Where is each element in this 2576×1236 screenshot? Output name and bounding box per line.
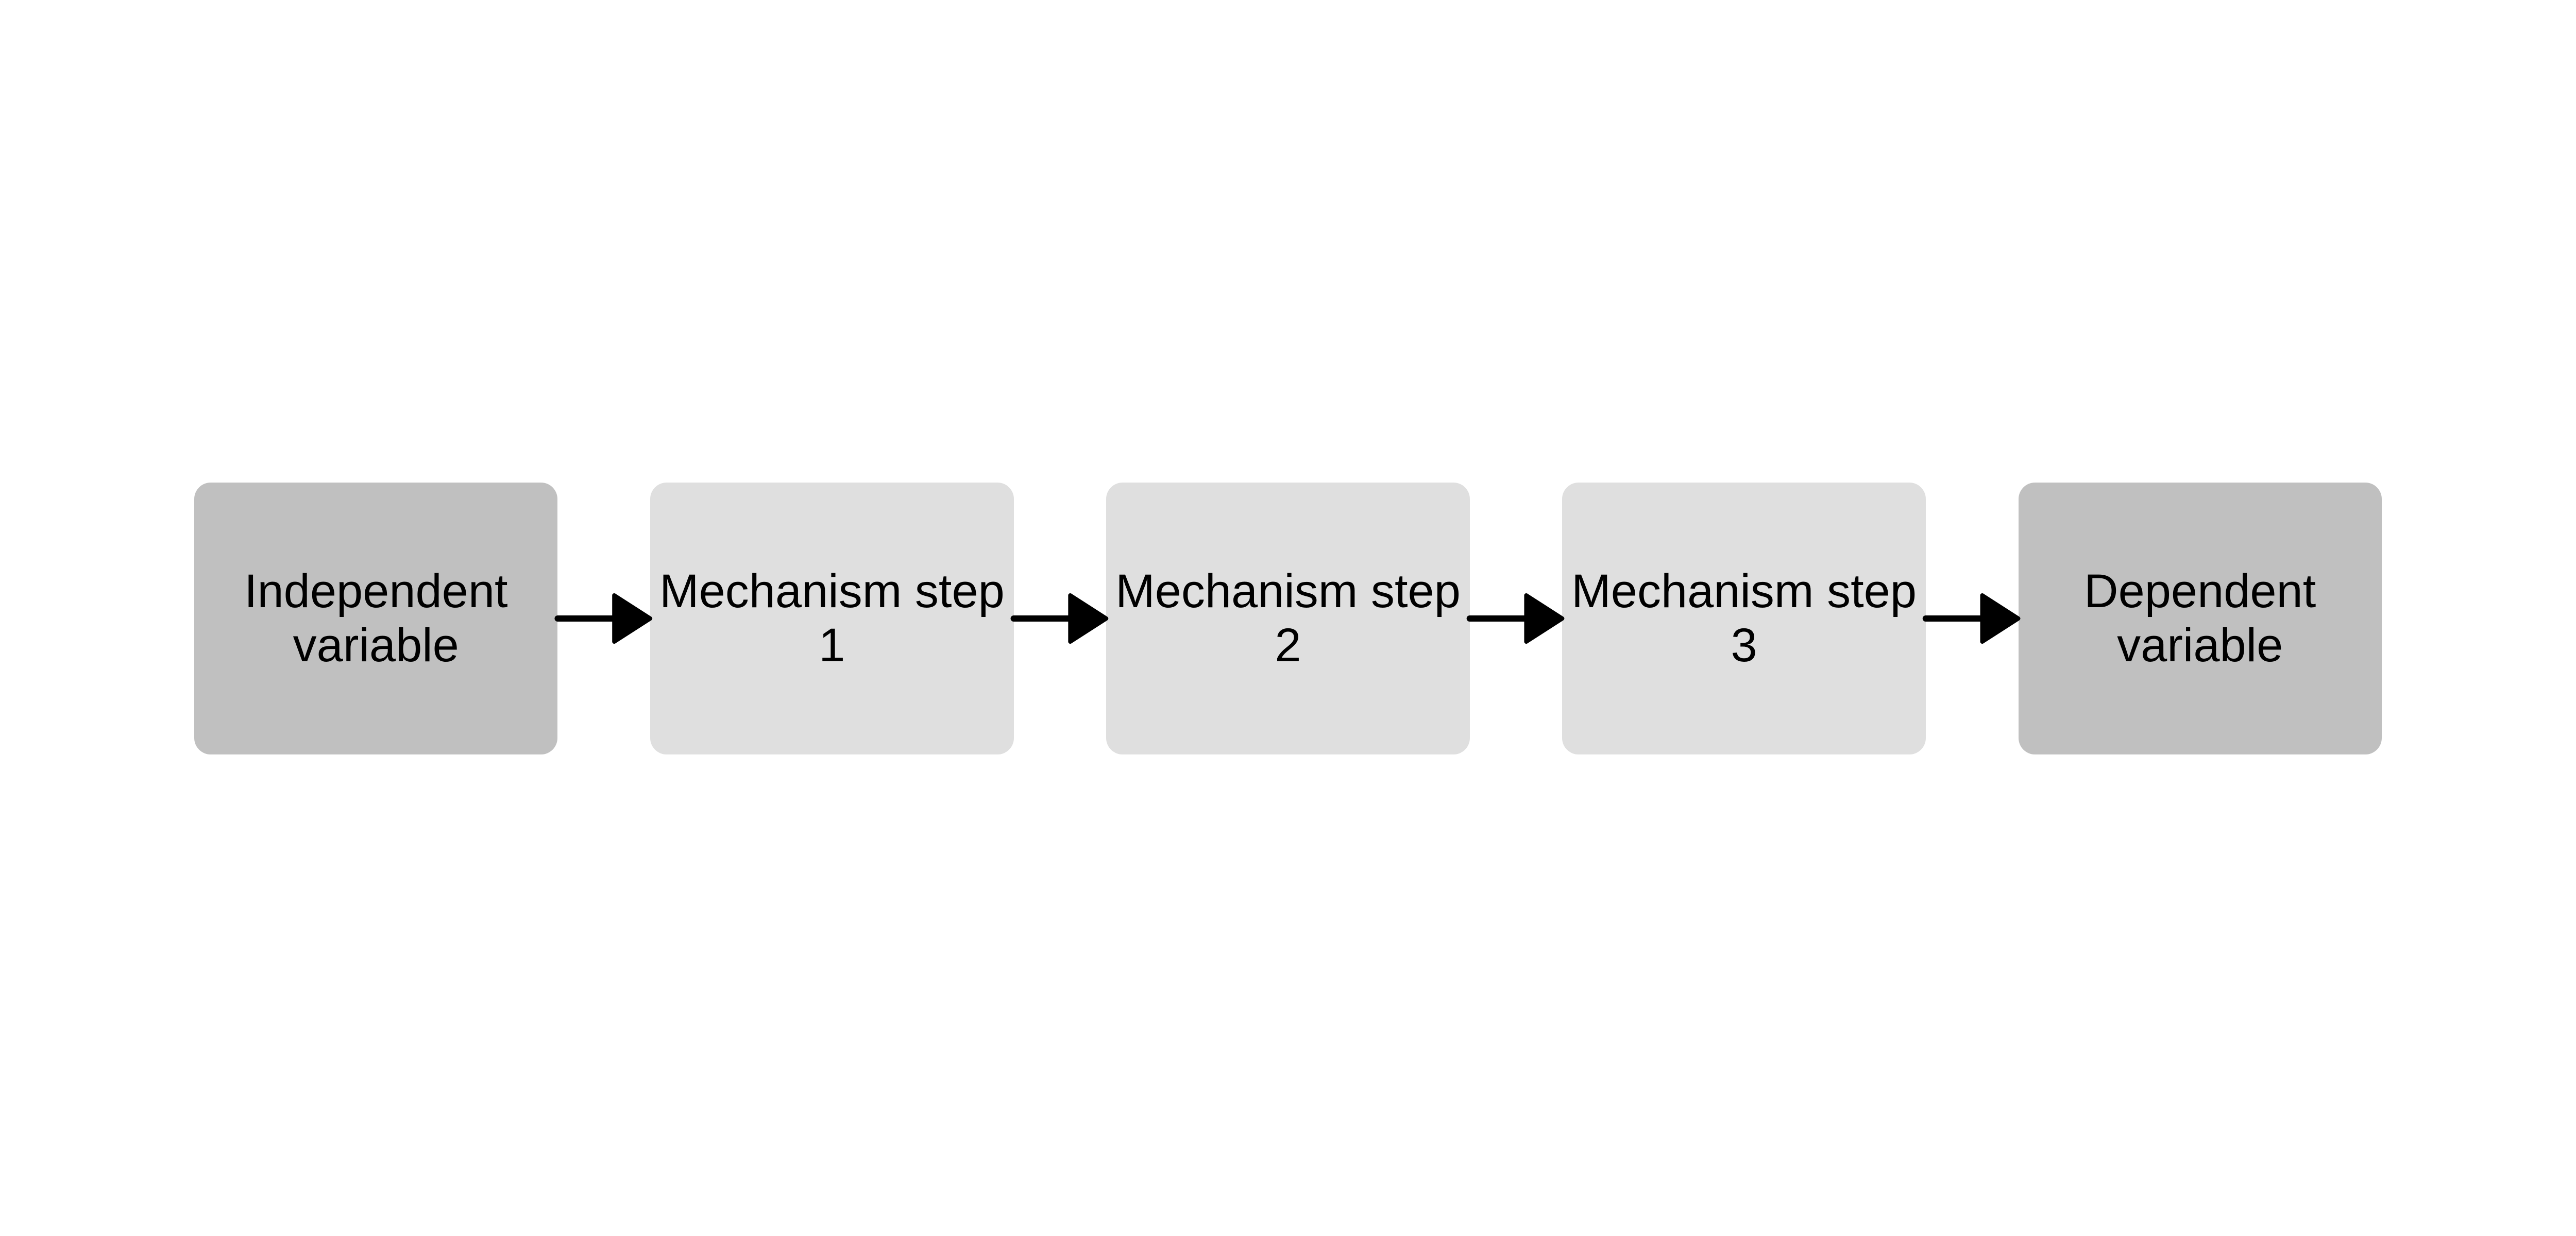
node-label: Dependent variable bbox=[2084, 565, 2316, 672]
node-mechanism-step-2: Mechanism step 2 bbox=[1106, 483, 1470, 754]
node-label: Mechanism step 1 bbox=[659, 565, 1005, 672]
node-label: Mechanism step 2 bbox=[1115, 565, 1461, 672]
node-mechanism-step-3: Mechanism step 3 bbox=[1562, 483, 1926, 754]
diagram-row: Independent variable Mechanism step 1 Me… bbox=[0, 483, 2576, 754]
node-label: Mechanism step 3 bbox=[1571, 565, 1917, 672]
node-mechanism-step-1: Mechanism step 1 bbox=[650, 483, 1014, 754]
node-label: Independent variable bbox=[244, 565, 508, 672]
node-dependent-variable: Dependent variable bbox=[2018, 483, 2382, 754]
node-independent-variable: Independent variable bbox=[194, 483, 558, 754]
